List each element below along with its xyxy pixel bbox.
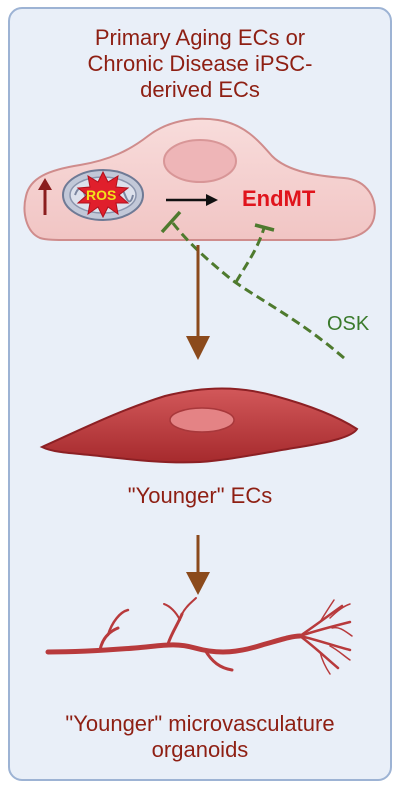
ros-burst-icon <box>76 170 130 219</box>
organoids-label-line-1: "Younger" microvasculature <box>65 711 335 736</box>
nucleus <box>163 139 237 183</box>
younger-ec-nucleus <box>169 407 235 433</box>
down-arrow-1-icon <box>186 245 210 360</box>
organoids-label-line-2: organoids <box>151 737 249 762</box>
title-line-1: Primary Aging ECs or <box>94 25 306 50</box>
microvasculature-icon <box>45 597 353 675</box>
down-arrow-2-icon <box>186 535 210 595</box>
title-line-3: derived ECs <box>140 77 260 102</box>
increase-arrow-icon <box>38 178 52 215</box>
arrow-to-endmt-icon <box>166 194 218 206</box>
endmt-label: EndMT <box>242 186 316 211</box>
inhibition-bar-icon <box>160 210 275 234</box>
title-line-2: Chronic Disease iPSC- <box>87 51 313 76</box>
ros-label: ROS <box>86 187 117 203</box>
osk-inhibition-lines <box>170 221 345 360</box>
younger-ecs-label: "Younger" ECs <box>127 483 273 508</box>
osk-label: OSK <box>327 313 370 335</box>
